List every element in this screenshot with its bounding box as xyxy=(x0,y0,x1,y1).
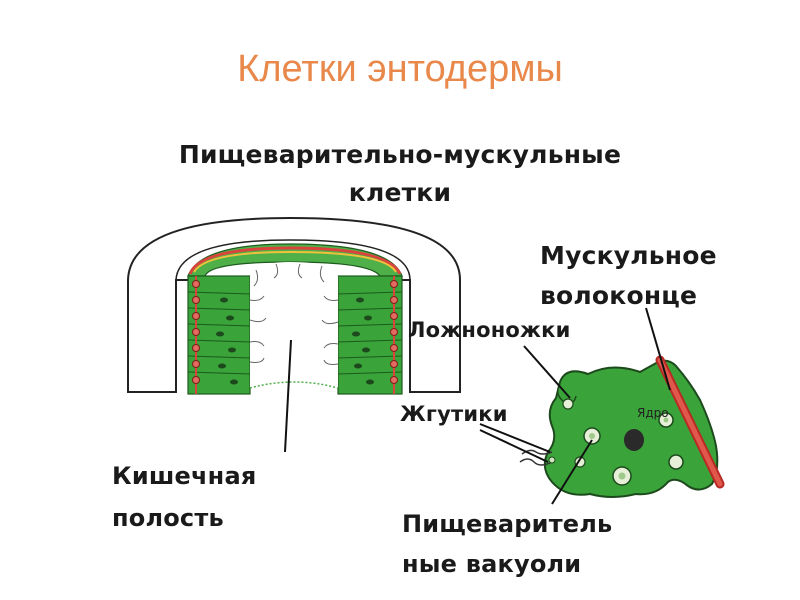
muscle-label-line-2: волоконце xyxy=(540,281,698,310)
pointer-pseudopods xyxy=(523,345,571,399)
nucleus xyxy=(624,429,644,451)
cell-type-heading: Пищеварительно-мускульные клетки xyxy=(100,136,700,212)
right-cell-column xyxy=(337,275,403,395)
single-cell xyxy=(519,355,725,498)
pointer-lines xyxy=(284,307,671,505)
intestinal-cavity xyxy=(249,262,339,389)
cavity-label-line-1: Кишечная xyxy=(112,462,257,490)
left-cell-column xyxy=(187,275,251,395)
body-wall-section xyxy=(127,216,461,395)
vacuole-label-line-2: ные вакуоли xyxy=(402,550,582,578)
pointer-flagella-2 xyxy=(479,429,549,463)
digestive-vacuoles-label: Пищеваритель ные вакуоли xyxy=(402,504,612,584)
muscle-label-line-1: Мускульное xyxy=(540,241,717,270)
vacuole-label-line-1: Пищеваритель xyxy=(402,510,613,538)
intestinal-cavity-label: Кишечная полость xyxy=(112,455,256,539)
heading-line-2: клетки xyxy=(348,178,452,207)
digestive-vacuoles xyxy=(562,398,684,486)
nucleus-label: Ядро xyxy=(637,406,669,420)
muscle-fiber-label: Мускульное волоконце xyxy=(540,236,717,316)
cavity-label-line-2: полость xyxy=(112,504,224,532)
flagella-label: Жгутики xyxy=(400,402,508,426)
pointer-vacuoles xyxy=(551,439,593,505)
slide-title: Клетки энтодермы xyxy=(237,48,563,90)
pseudopods-label: Ложноножки xyxy=(408,318,571,342)
muscle-fiber xyxy=(655,355,725,489)
pointer-muscle xyxy=(645,307,671,391)
heading-line-1: Пищеварительно-мускульные xyxy=(178,140,622,169)
flagella xyxy=(519,449,556,466)
pointer-cavity xyxy=(284,339,292,453)
pointer-flagella-1 xyxy=(479,423,551,453)
